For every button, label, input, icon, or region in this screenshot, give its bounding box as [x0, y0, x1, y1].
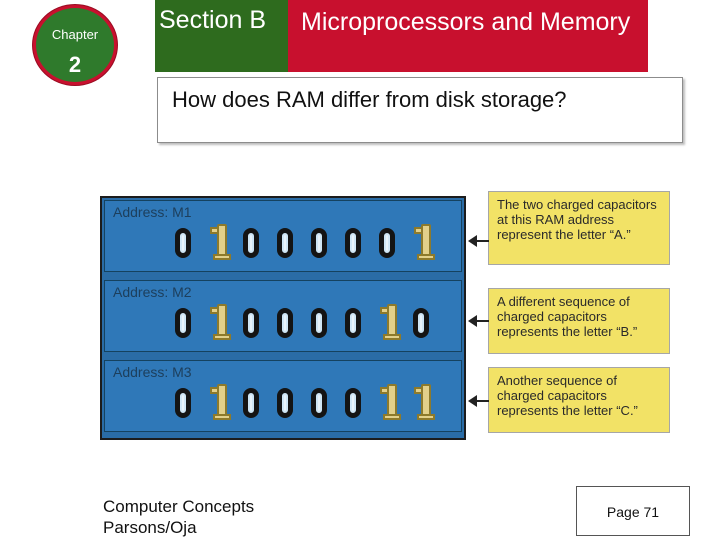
section-header: Section B — [155, 0, 288, 72]
arrow-icon — [468, 235, 489, 247]
page-number: Page 71 — [606, 504, 660, 520]
callout-b: A different sequence of charged capacito… — [488, 288, 670, 354]
question-text: How does RAM differ from disk storage? — [172, 87, 567, 112]
footer-line-1: Computer Concepts — [103, 497, 255, 516]
address-label: Address: M2 — [113, 284, 192, 300]
footer-line-2: Parsons/Oja — [103, 518, 197, 537]
slide-title: Microprocessors and Memory — [301, 8, 631, 36]
address-label: Address: M3 — [113, 364, 192, 380]
callout-c: Another sequence of charged capacitors r… — [488, 367, 670, 433]
section-label: Section B — [159, 6, 267, 34]
chapter-number: 2 — [68, 52, 82, 77]
question-box: How does RAM differ from disk storage? — [157, 77, 683, 143]
page-number-box: Page 71 — [576, 486, 690, 536]
ram-row-m3: Address: M3 — [104, 360, 462, 432]
title-header: Microprocessors and Memory — [288, 0, 648, 72]
footer-credits: Computer Concepts Parsons/Oja — [103, 496, 254, 538]
ram-diagram: Address: M1 Address: M2 Address: M3 — [100, 196, 466, 440]
ram-row-m1: Address: M1 — [104, 200, 462, 272]
chapter-badge: Chapter 2 — [33, 5, 117, 85]
ram-row-m2: Address: M2 — [104, 280, 462, 352]
chapter-label: Chapter — [51, 27, 99, 42]
arrow-icon — [468, 315, 489, 327]
callout-a: The two charged capacitors at this RAM a… — [488, 191, 670, 265]
arrow-icon — [468, 395, 489, 407]
address-label: Address: M1 — [113, 204, 192, 220]
